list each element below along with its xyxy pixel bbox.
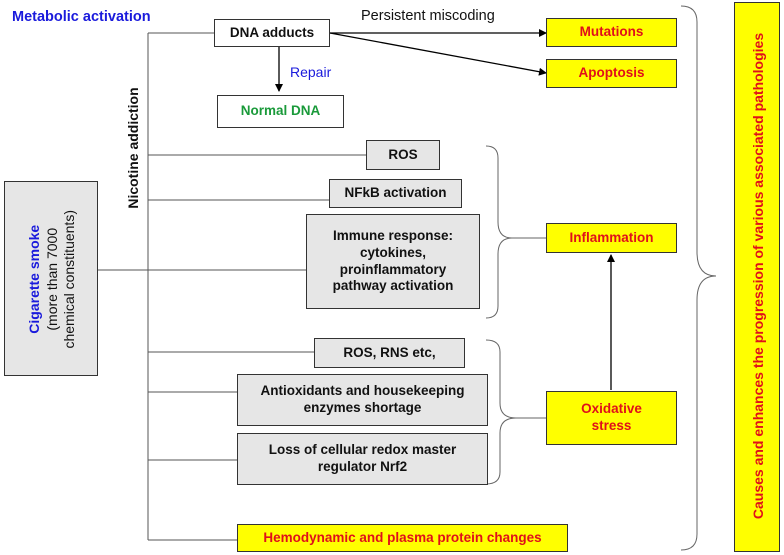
immune-response-box: Immune response: cytokines, proinflammat… <box>306 214 480 309</box>
persistent-miscoding-label: Persistent miscoding <box>361 8 495 24</box>
cigarette-smoke-title: Cigarette smoke <box>25 224 42 334</box>
mutations-box: Mutations <box>546 18 677 47</box>
cigarette-smoke-subtitle-2: chemical constituents) <box>60 210 77 349</box>
oxidative-line-1: Oxidative <box>581 401 642 417</box>
conclusion-box: Causes and enhances the progression of v… <box>734 2 780 552</box>
cigarette-smoke-text: Cigarette smoke (more than 7000 chemical… <box>26 179 79 379</box>
nrf2-loss-line-2: regulator Nrf2 <box>317 459 408 474</box>
inflammation-box: Inflammation <box>546 223 677 253</box>
metabolic-activation-label: Metabolic activation <box>12 9 151 25</box>
nrf2-loss-box: Loss of cellular redox master regulator … <box>237 433 488 485</box>
immune-line-3: proinflammatory <box>339 261 447 277</box>
ros-box: ROS <box>366 140 440 170</box>
immune-line-4: pathway activation <box>332 278 454 294</box>
nicotine-addiction-label: Nicotine addiction <box>125 87 141 209</box>
nfkb-activation-box: NFkB activation <box>329 179 462 208</box>
ros-rns-box: ROS, RNS etc, <box>314 338 465 368</box>
oxidative-stress-box: Oxidative stress <box>546 391 677 445</box>
immune-line-1: Immune response: <box>332 227 454 243</box>
conclusion-text: Causes and enhances the progression of v… <box>750 32 766 520</box>
dna-adducts-box: DNA adducts <box>214 19 330 47</box>
repair-label: Repair <box>290 64 332 80</box>
cigarette-smoke-subtitle-1: (more than 7000 <box>43 227 60 331</box>
apoptosis-box: Apoptosis <box>546 59 677 88</box>
antioxidants-box: Antioxidants and housekeeping enzymes sh… <box>237 374 488 426</box>
antioxidants-line-2: enzymes shortage <box>303 400 422 415</box>
nrf2-loss-line-1: Loss of cellular redox master <box>268 442 457 458</box>
oxidative-line-2: stress <box>591 418 632 433</box>
antioxidants-line-1: Antioxidants and housekeeping <box>260 383 465 399</box>
hemodynamic-box: Hemodynamic and plasma protein changes <box>237 524 568 552</box>
cigarette-smoke-box: Cigarette smoke (more than 7000 chemical… <box>4 181 98 376</box>
immune-line-2: cytokines, <box>359 244 427 260</box>
normal-dna-box: Normal DNA <box>217 95 344 128</box>
